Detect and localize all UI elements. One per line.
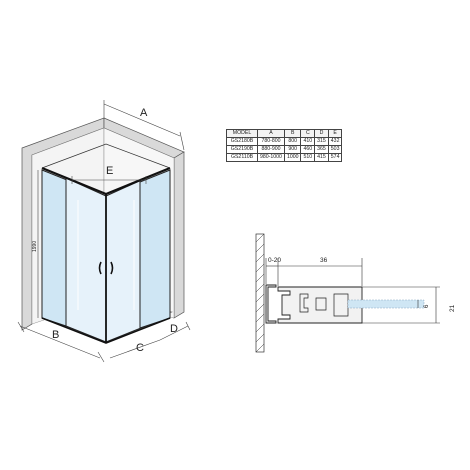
profile-depth-label: 21 [449, 304, 456, 312]
dim-label-a: A [140, 107, 148, 119]
right-fixed-glass [139, 169, 171, 329]
model-dimensions-table: MODEL A B C D E GS2180B 780-800 800 410 … [226, 129, 343, 162]
table-cell: 900 [283, 145, 302, 154]
wall-profile [265, 284, 277, 324]
dim-label-d: D [170, 323, 178, 335]
dim-label-e: E [106, 165, 113, 177]
table-row: GS2180B 780-800 800 410 315 432 [226, 137, 343, 146]
wall-section [255, 233, 265, 353]
right-wall [173, 151, 185, 319]
dimension-lines [17, 100, 191, 363]
profile-width-label: 36 [320, 257, 328, 264]
dim-label-c: C [136, 342, 144, 354]
glass-section [347, 299, 425, 309]
table-header: D [314, 129, 329, 138]
table-header: C [300, 129, 316, 138]
table-cell: 780-800 [257, 137, 285, 146]
table-cell: 510 [300, 153, 316, 162]
table-header: B [283, 129, 302, 138]
glass-thickness-label: 6 [424, 304, 430, 308]
table-cell: 432 [327, 137, 343, 146]
table-cell: 574 [327, 153, 343, 162]
table-cell: 315 [314, 137, 329, 146]
table-cell: 880-900 [257, 145, 285, 154]
top-rail-back [41, 143, 171, 169]
table-header: A [257, 129, 285, 138]
enclosure-drawing [21, 117, 185, 344]
table-cell: 415 [314, 153, 329, 162]
table-cell: 980-1000 [257, 153, 285, 162]
profile-cross-section: 0-20 36 6 21 [255, 233, 456, 353]
profile-dimension-lines [265, 258, 440, 324]
table-cell: GS2180B [226, 137, 258, 146]
table-cell: 800 [283, 137, 302, 146]
table-cell: GS2110B [226, 153, 258, 162]
table-cell: 410 [300, 137, 316, 146]
left-handle-icon [98, 261, 102, 275]
table-cell: 503 [327, 145, 343, 154]
dim-label-height: 1990 [32, 241, 38, 252]
left-sliding-glass [65, 177, 107, 343]
table-cell: 1000 [283, 153, 302, 162]
table-cell: GS2190B [226, 145, 258, 154]
table-row: GS2190B 880-900 900 460 365 503 [226, 145, 343, 154]
table-cell: 365 [314, 145, 329, 154]
table-row: GS2110B 980-1000 1000 510 415 574 [226, 153, 343, 162]
profile-inner-detail [299, 293, 349, 317]
dim-label-b: B [52, 329, 59, 341]
table-cell: 460 [300, 145, 316, 154]
table-header-row: MODEL A B C D E [226, 129, 343, 138]
wall-hatching [255, 233, 265, 353]
table-header: E [327, 129, 343, 138]
profile-gap-label: 0-20 [268, 257, 281, 264]
table-header: MODEL [226, 129, 258, 138]
right-handle-icon [110, 261, 114, 275]
